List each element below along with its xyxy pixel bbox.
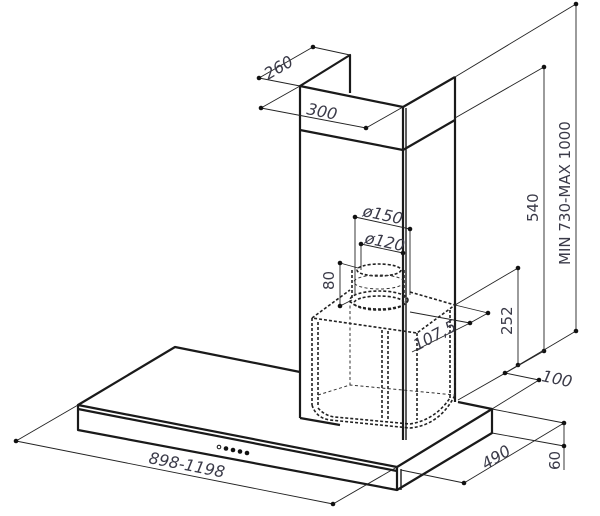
hood-canopy [76,345,494,492]
label-hood-depth: 490 [478,441,514,473]
control-buttons [216,444,250,456]
control-button-2 [223,446,229,451]
dimension-lines [13,1,579,507]
label-outlet-inner-diameter: ø120 [362,228,406,255]
label-chimney-width: 300 [305,99,339,123]
label-hood-width-range: 898-1198 [147,448,226,481]
label-chimney-back-offset: 100 [540,366,574,391]
label-outlet-height: 80 [320,271,338,290]
label-outlet-offset: 107,5 [410,316,459,354]
label-total-height-range: MIN 730-MAX 1000 [556,121,574,265]
outlet-collar [349,263,409,311]
control-button-3 [230,447,236,453]
control-button-5 [244,450,250,456]
control-button-4 [237,449,243,454]
label-outlet-outer-diameter: ø150 [360,201,404,228]
control-button-1 [216,444,222,450]
label-chimney-depth: 260 [261,52,297,84]
label-hood-thickness: 60 [546,451,564,470]
label-motor-box-height: 252 [498,306,516,335]
label-lower-chimney-height: 540 [524,193,542,222]
motor-box-hidden [311,289,457,429]
